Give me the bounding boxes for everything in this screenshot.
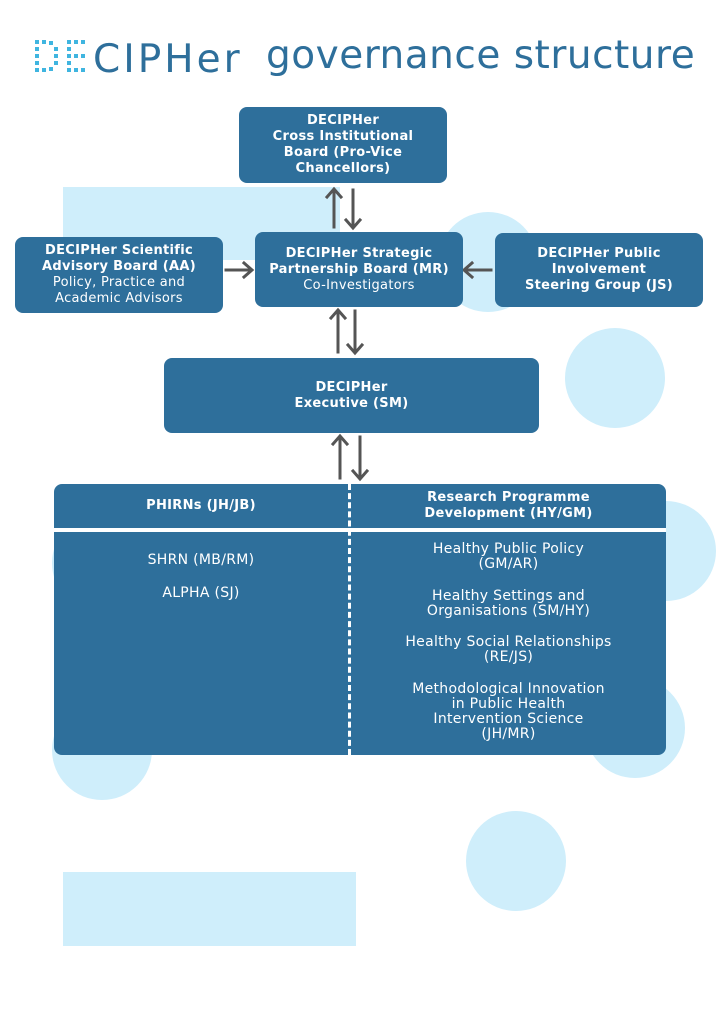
public-involvement-box: DECIPHer Public Involvement Steering Gro… (495, 233, 703, 307)
phirns-header-text: PHIRNs (JH/JB) (146, 498, 256, 513)
scientific-line-2: Advisory Board (AA) (42, 259, 196, 274)
method-line-2: in Public Health (451, 696, 566, 712)
arrow-executive-panel (330, 433, 370, 482)
decipher-logo: CIPHer (35, 37, 243, 80)
strategic-subtitle: Co-Investigators (303, 277, 415, 293)
left-item-alpha: ALPHA (SJ) (54, 586, 348, 601)
right-item-social-relationships: Healthy Social Relationships (RE/JS) (351, 635, 666, 665)
left-item-shrn: SHRN (MB/RM) (54, 553, 348, 568)
board-line-3: Board (Pro-Vice (283, 145, 403, 160)
arrow-strategic-executive (328, 307, 365, 356)
social-line-2: (RE/JS) (483, 649, 534, 665)
public-policy-line-2: (GM/AR) (478, 556, 539, 572)
cross-institutional-board-box: DECIPHer Cross Institutional Board (Pro-… (239, 107, 447, 183)
method-line-1: Methodological Innovation (412, 681, 605, 697)
arrow-scientific-strategic (224, 260, 255, 280)
strategic-partnership-board-box: DECIPHer Strategic Partnership Board (MR… (255, 232, 463, 307)
strategic-line-1: DECIPHer Strategic (285, 245, 433, 261)
arrow-board-strategic (324, 186, 363, 231)
column-divider (348, 484, 351, 755)
alpha-text: ALPHA (SJ) (162, 585, 240, 601)
title-text: governance structure (266, 32, 696, 78)
scientific-sub-line-1: Policy, Practice and (52, 275, 186, 290)
public-line-3: Steering Group (JS) (524, 278, 674, 293)
decor-circle-2 (565, 328, 665, 428)
header-rule (54, 528, 666, 532)
method-line-4: (JH/MR) (481, 726, 536, 742)
method-line-3: Intervention Science (433, 711, 584, 727)
settings-line-2: Organisations (SM/HY) (426, 603, 591, 619)
executive-box: DECIPHer Executive (SM) (164, 358, 539, 433)
social-line-1: Healthy Social Relationships (405, 634, 612, 650)
research-programme-header: Research Programme Development (HY/GM) (351, 484, 666, 528)
board-line-4: Chancellors) (295, 161, 391, 176)
right-item-methodological: Methodological Innovation in Public Heal… (351, 682, 666, 742)
right-item-public-policy: Healthy Public Policy (GM/AR) (351, 542, 666, 572)
board-line-2: Cross Institutional (272, 129, 414, 144)
page-title: CIPHer governance structure (32, 30, 695, 80)
scientific-sub-line-2: Academic Advisors (55, 291, 183, 306)
arrow-public-strategic (461, 260, 493, 280)
svg-text:CIPHer: CIPHer (93, 37, 243, 80)
shrn-text: SHRN (MB/RM) (147, 552, 255, 568)
programmes-panel: PHIRNs (JH/JB) Research Programme Develo… (54, 484, 666, 755)
research-header-line-1: Research Programme (427, 490, 590, 505)
right-item-settings: Healthy Settings and Organisations (SM/H… (351, 589, 666, 619)
public-line-2: Involvement (551, 262, 647, 277)
board-line-1: DECIPHer (306, 113, 380, 128)
scientific-advisory-board-box: DECIPHer Scientific Advisory Board (AA) … (15, 237, 223, 313)
research-header-line-2: Development (HY/GM) (424, 506, 593, 521)
public-line-1: DECIPHer Public (537, 246, 661, 261)
decor-rectangle-bottom (63, 872, 356, 946)
settings-line-1: Healthy Settings and (432, 588, 585, 604)
scientific-line-1: DECIPHer Scientific (45, 243, 193, 258)
phirns-header: PHIRNs (JH/JB) (54, 484, 348, 528)
executive-line-1: DECIPHer (315, 379, 388, 395)
strategic-line-2: Partnership Board (MR) (269, 261, 449, 277)
executive-line-2: Executive (SM) (294, 395, 409, 411)
decor-circle-7 (466, 811, 566, 911)
public-policy-line-1: Healthy Public Policy (432, 541, 585, 557)
